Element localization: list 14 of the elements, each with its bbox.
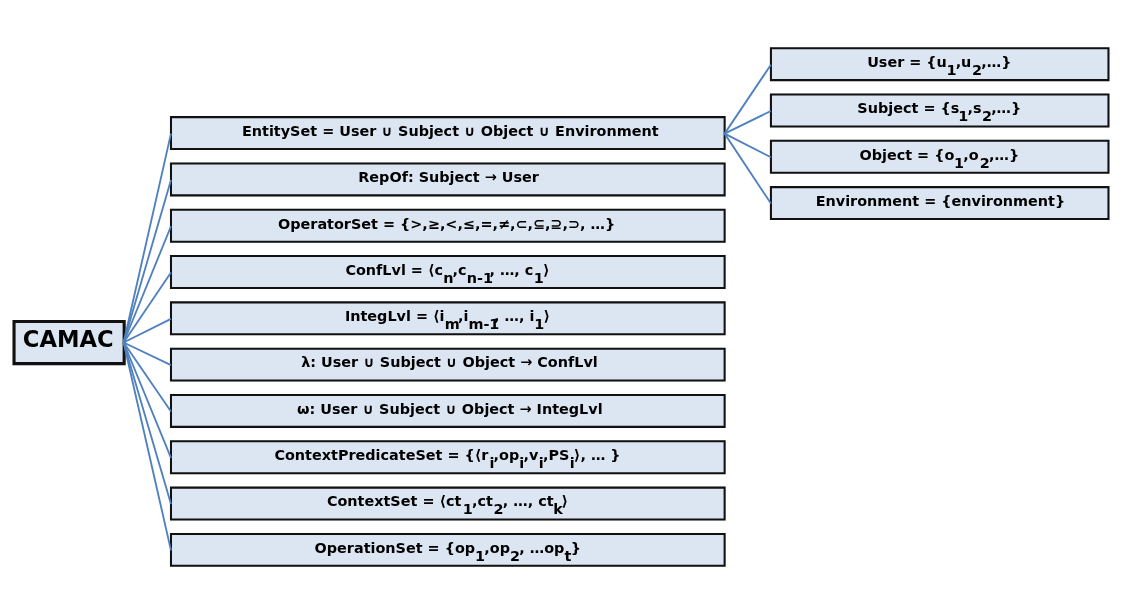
connector [723, 132, 772, 204]
connector [723, 109, 772, 135]
connector [723, 63, 772, 135]
connector [122, 224, 172, 343]
connector [723, 132, 772, 158]
connector [122, 341, 172, 459]
connector [122, 132, 172, 343]
connector [122, 178, 172, 343]
connector [122, 271, 172, 343]
connector [122, 341, 172, 412]
connector [122, 341, 172, 505]
connector [122, 317, 172, 343]
connector [122, 341, 172, 366]
connector [122, 341, 172, 551]
